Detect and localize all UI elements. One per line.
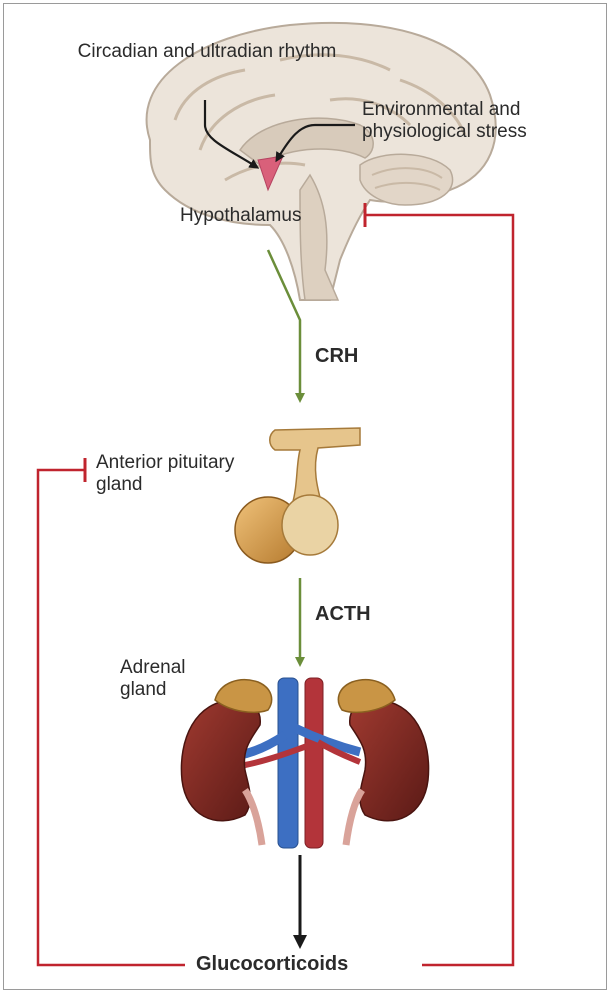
stress-label: Environmental and physiological stress [362, 99, 597, 143]
feedback-line-pituitary [38, 470, 185, 965]
brain-illustration [147, 23, 496, 300]
glucocorticoids-label: Glucocorticoids [196, 953, 348, 976]
kidneys-adrenal-illustration [181, 678, 428, 848]
adrenal-label: Adrenal gland [120, 657, 230, 701]
feedback-line-hypothalamus [365, 215, 513, 965]
hypothalamus-label: Hypothalamus [180, 205, 301, 227]
acth-label: ACTH [315, 603, 371, 626]
circadian-label: Circadian and ultradian rhythm [72, 41, 342, 63]
pituitary-label: Anterior pituitary gland [96, 452, 276, 496]
crh-label: CRH [315, 345, 358, 368]
